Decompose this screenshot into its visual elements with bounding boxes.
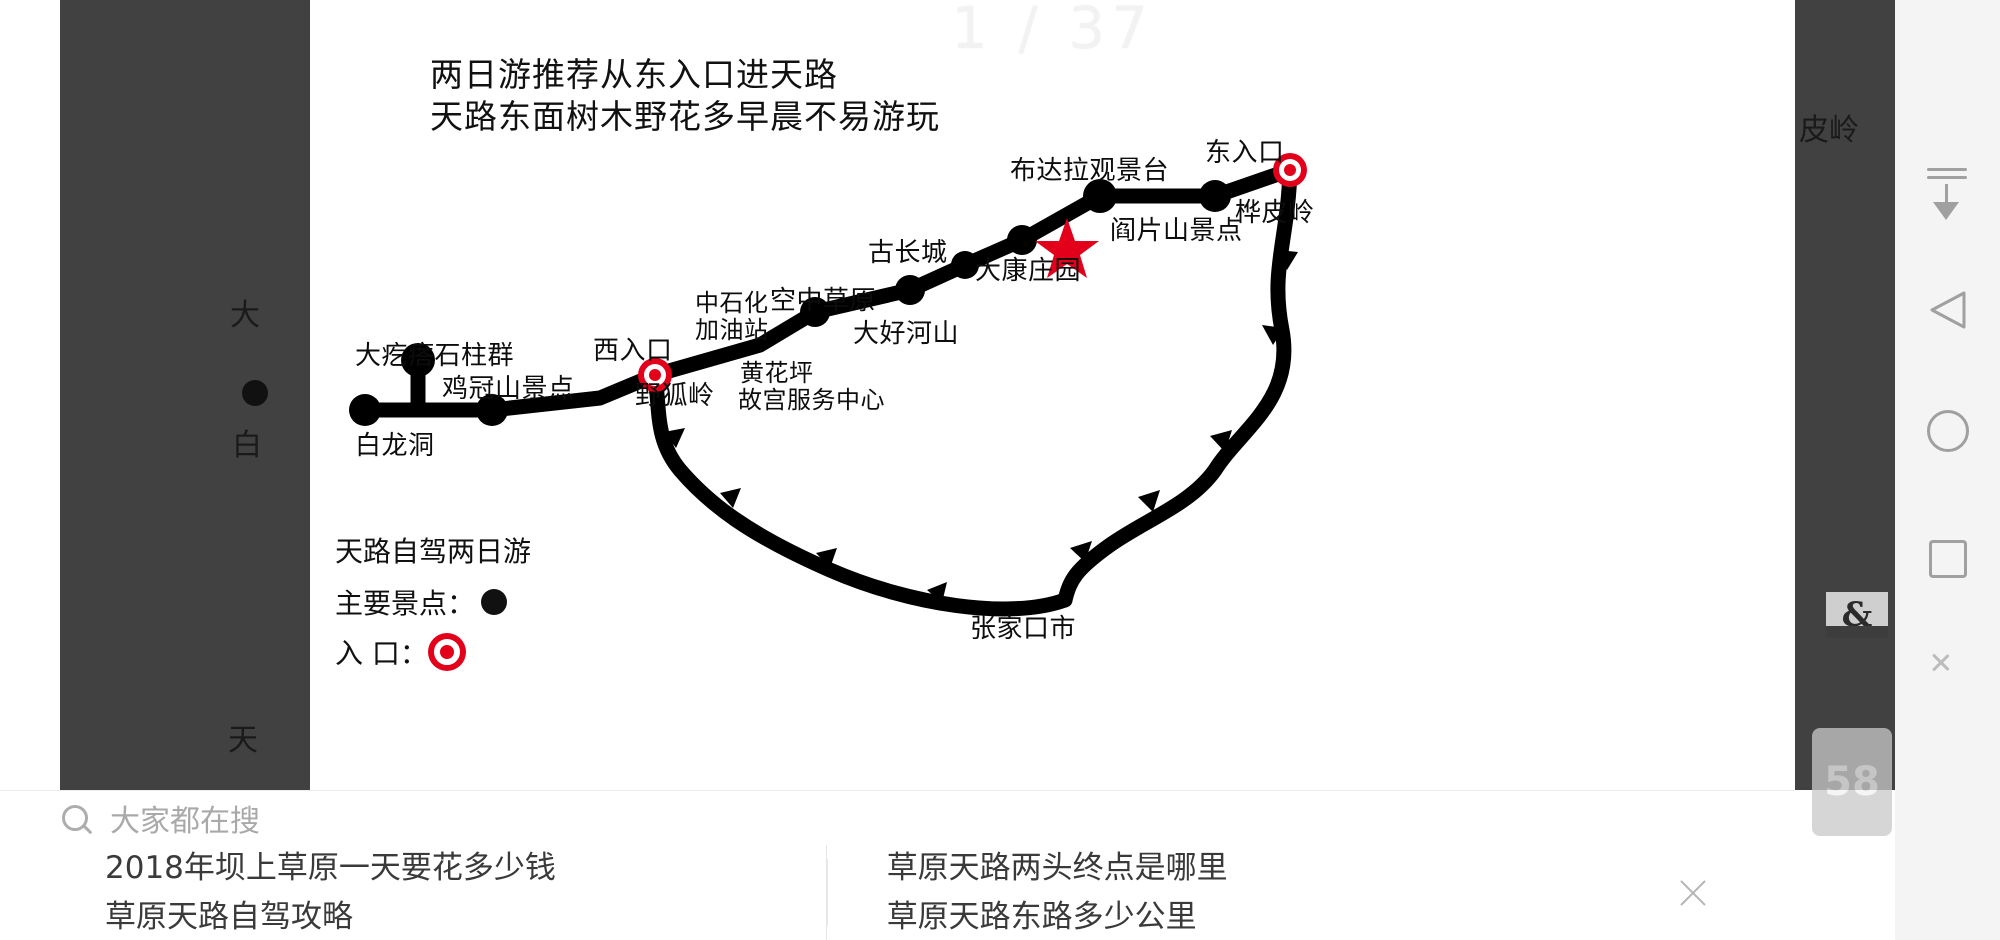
behind-dot (242, 380, 268, 406)
behind-fragment-3: 天 (228, 723, 258, 758)
map-label-dongru: 东入口 (1205, 138, 1285, 168)
search-suggestions-panel: 2018年坝上草原一天要花多少钱 草原天路自驾攻略 草原天路两头终点是哪里 草原… (0, 845, 1795, 940)
search-bar[interactable]: 大家都在搜 (0, 790, 1795, 845)
route-map-graphic (349, 153, 1307, 617)
suggestion-item[interactable]: 2018年坝上草原一天要花多少钱 (105, 850, 556, 887)
map-label-xiru: 西入口 (593, 336, 673, 366)
search-placeholder: 大家都在搜 (110, 804, 260, 839)
map-headline-line2: 天路东面树木野花多早晨不易游玩 (430, 97, 940, 136)
suggestion-column-2: 草原天路两头终点是哪里 草原天路东路多少公里 (825, 845, 1652, 940)
suggestion-item[interactable]: 草原天路两头终点是哪里 (886, 850, 1228, 887)
map-label-huanghuaping: 黄花坪 (740, 359, 814, 387)
map-label-dadageda: 大疙瘩石柱群 (355, 341, 515, 371)
map-label-yanpianshan: 阎片山景点 (1110, 216, 1243, 246)
legend-title: 天路自驾两日游 (335, 535, 532, 568)
map-headline-line1: 两日游推荐从东入口进天路 (430, 55, 838, 94)
map-label-huapiling: 桦皮岭 (1235, 198, 1315, 228)
entry-dot-icon (433, 639, 460, 665)
behind-fragment-1: 大 (230, 298, 260, 333)
suggestion-column-1: 2018年坝上草原一天要花多少钱 草原天路自驾攻略 (0, 845, 826, 940)
watermark-ampersand: & (1826, 592, 1888, 638)
suggestion-item[interactable]: 草原天路自驾攻略 (105, 898, 353, 935)
left-white-gutter (0, 0, 60, 790)
legend-label-scenic: 主要景点： (335, 587, 476, 620)
image-viewer-canvas[interactable]: 1 / 37 两日游推荐从东入口进天路 天路东面树木野花多早晨不易游玩 (310, 0, 1795, 790)
map-label-dahaoheshan: 大好河山 (853, 319, 960, 349)
chevron-right-icon[interactable] (1931, 645, 1963, 675)
download-icon[interactable] (1925, 168, 1971, 222)
map-label-jiguanshan: 鸡冠山景点 (442, 374, 575, 404)
watermark-58-logo: 58 (1812, 728, 1892, 836)
recents-icon[interactable] (1928, 540, 1967, 578)
map-label-jiayouzhan: 加油站 (695, 316, 769, 344)
map-label-dakang: 大康庄园 (975, 256, 1082, 286)
map-label-zhongshihua: 中石化 (695, 289, 769, 317)
solid-dot-icon (481, 589, 508, 615)
entry-marker-west (638, 358, 672, 392)
system-nav-rail (1895, 0, 2000, 940)
home-icon[interactable] (1926, 410, 1969, 452)
search-icon (62, 805, 88, 831)
map-label-kongzhong: 空中草原 (770, 286, 877, 316)
suggestion-item[interactable]: 草原天路东路多少公里 (886, 898, 1197, 935)
close-icon[interactable] (1676, 876, 1710, 910)
map-label-guchangcheng: 古长城 (868, 238, 948, 268)
viewer-backdrop-left (60, 0, 310, 790)
behind-fragment-2: 白 (232, 428, 262, 463)
map-label-zhangjiakou: 张家口市 (970, 614, 1077, 644)
viewer-backdrop-right (1795, 0, 1895, 790)
legend-label-entry: 入 口： (335, 637, 428, 670)
entry-marker-east (1273, 153, 1307, 187)
back-icon[interactable] (1926, 288, 1970, 332)
map-label-budala: 布达拉观景台 (1010, 156, 1170, 186)
behind-fragment-right: 皮岭 (1799, 113, 1859, 148)
legend-row-entry: 入 口： (335, 632, 531, 672)
column-divider (826, 859, 828, 926)
previous-page-peek[interactable]: 大 白 天 (60, 0, 310, 790)
map-label-bailongdong: 白龙洞 (355, 431, 435, 461)
map-label-gugong: 故宫服务中心 (738, 386, 885, 414)
map-label-yehuling: 野狐岭 (635, 381, 715, 411)
star-marker-dakang (1035, 218, 1099, 278)
next-page-peek[interactable]: 皮岭 (1795, 0, 1900, 790)
map-legend: 天路自驾两日游 主要景点： 入 口： (335, 530, 531, 682)
legend-row-scenic: 主要景点： (335, 582, 531, 622)
